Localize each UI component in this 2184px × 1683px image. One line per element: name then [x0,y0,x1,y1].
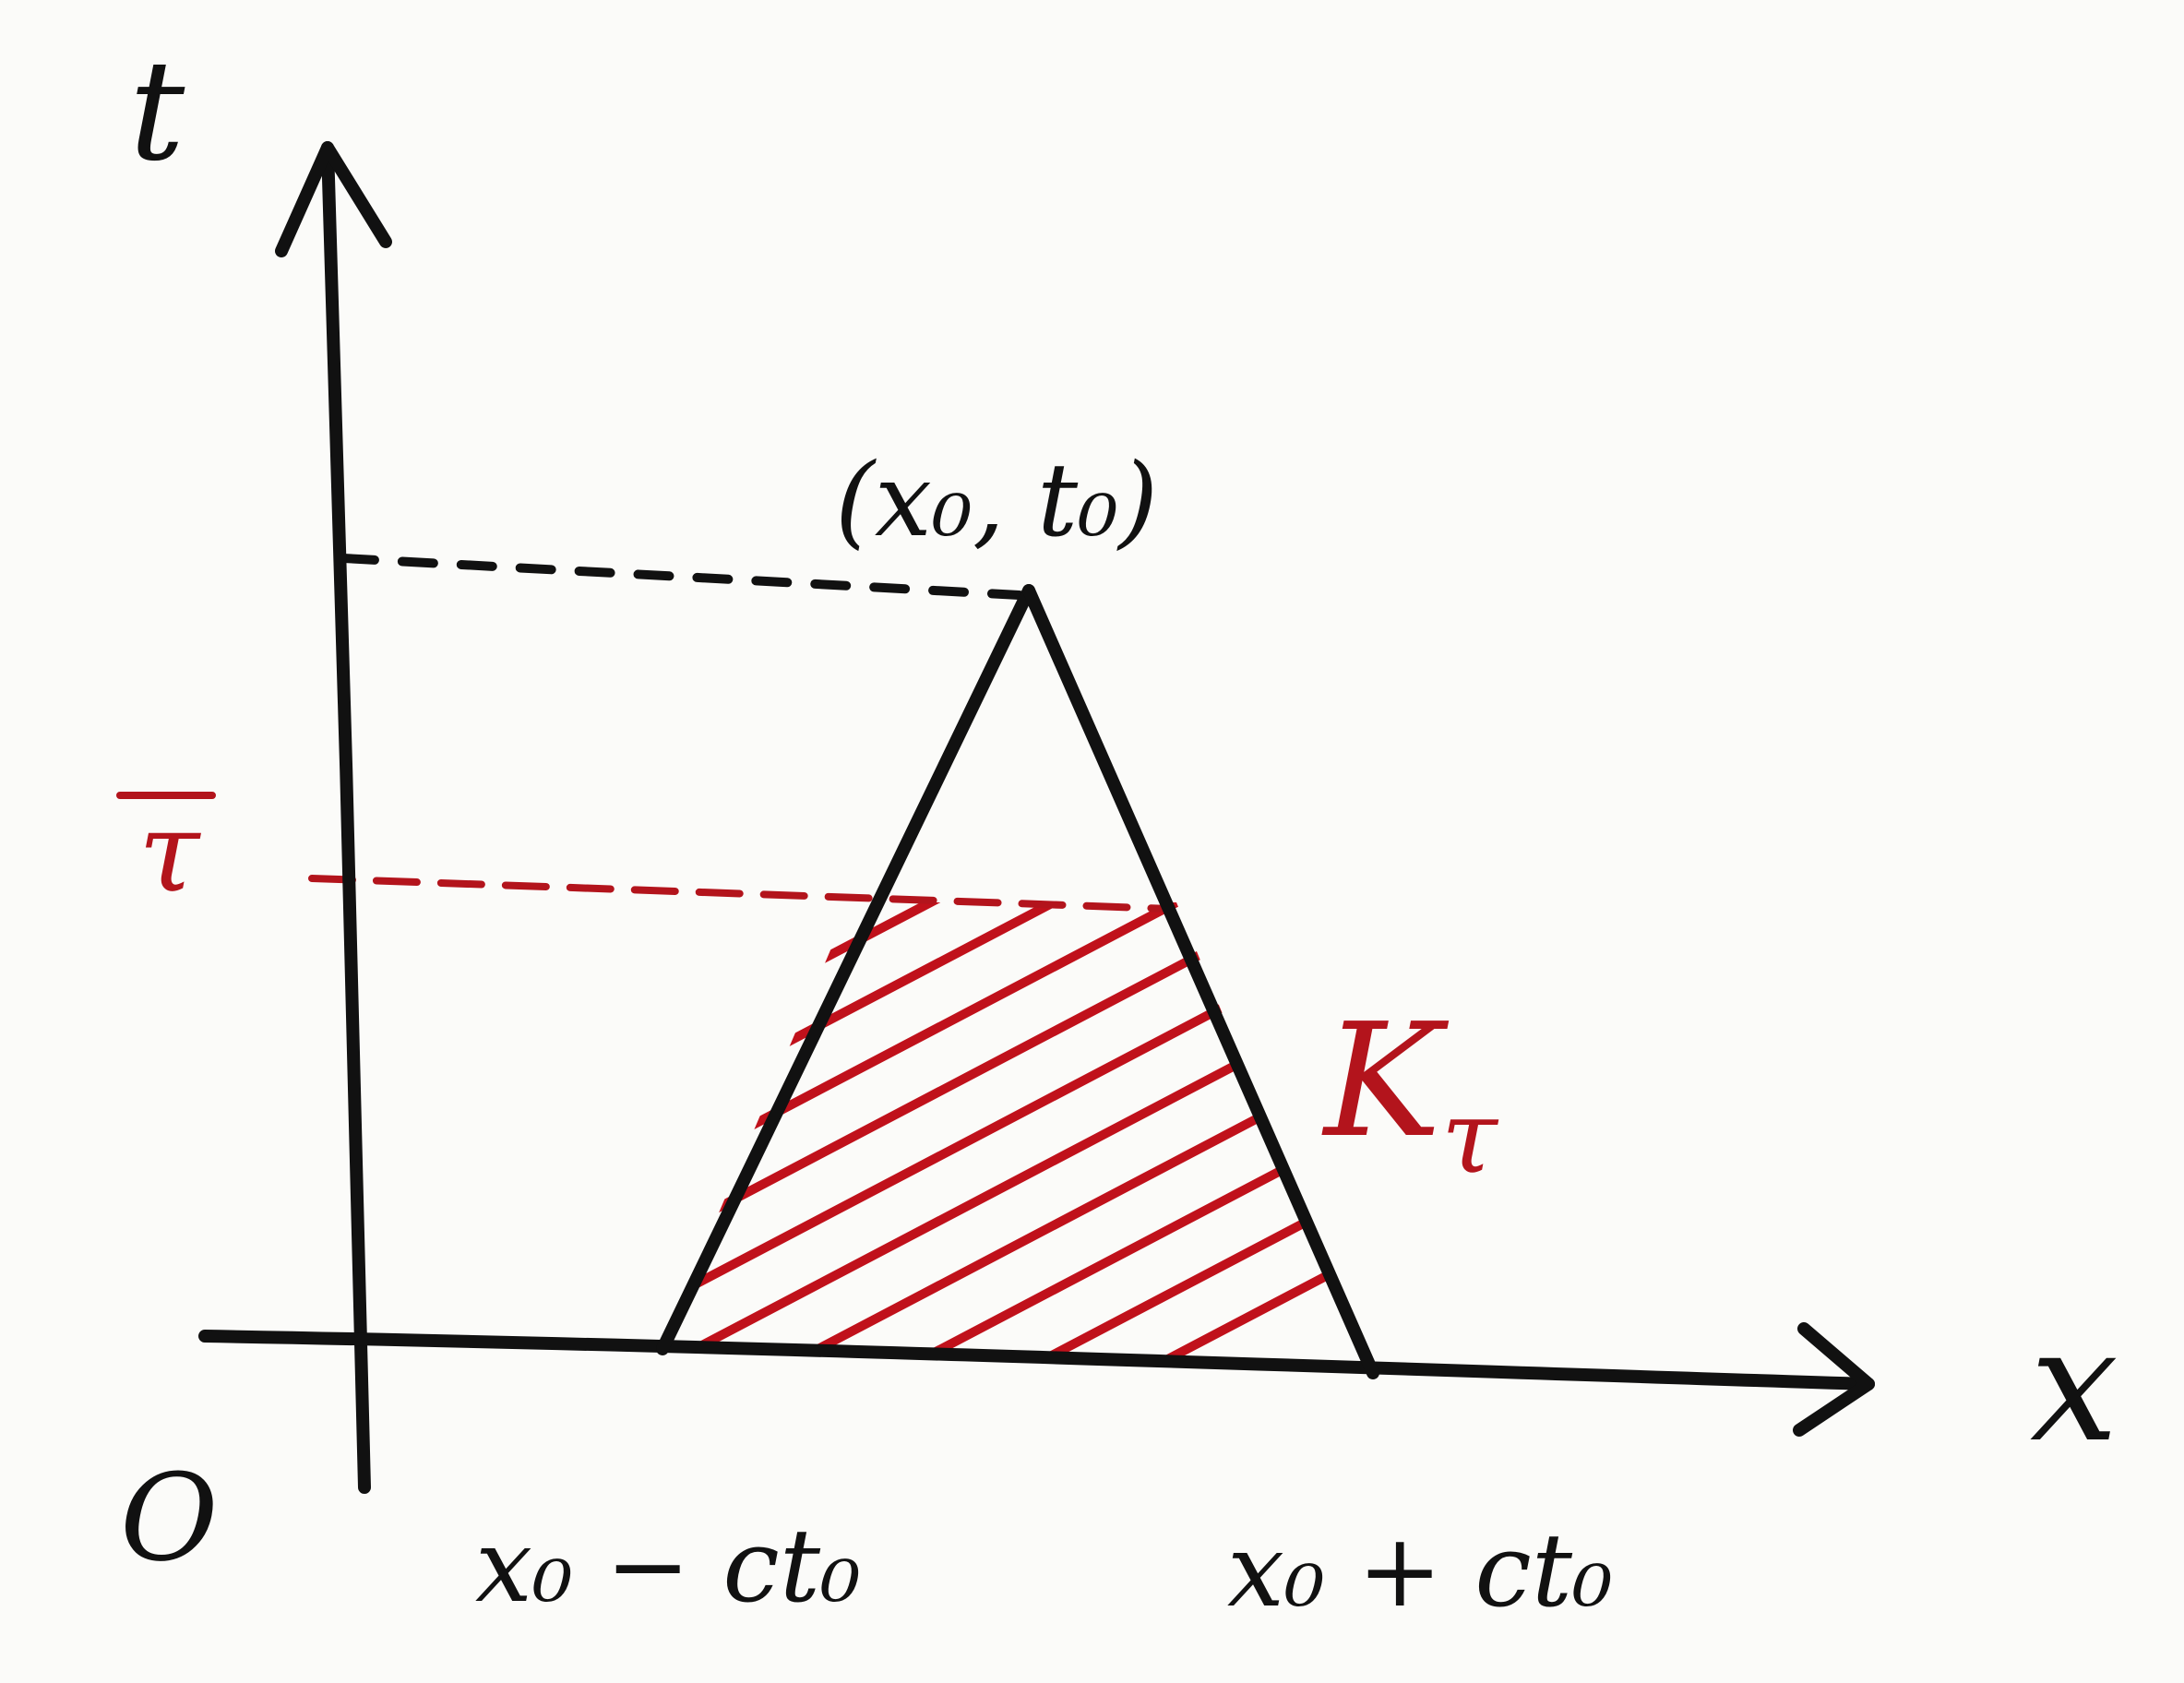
region-label-subscript: τ [1441,1078,1499,1196]
origin-label: O [120,1448,219,1588]
triangle-right-side [1022,584,1379,1379]
t-axis-arrowhead [275,141,392,257]
x-axis-label: x [2030,1295,2118,1477]
region-hatching [662,902,1367,1364]
triangle-left-side [656,584,1035,1355]
left-base-label: x₀ − ct₀ [475,1507,861,1625]
tau-label: τ [138,789,201,917]
region-label-main: K [1321,990,1450,1173]
x-axis-arrowhead [1793,1322,1875,1437]
apex-label: (x₀, t₀) [835,441,1158,559]
right-base-label: x₀ + ct₀ [1227,1511,1613,1629]
t-axis-label: t [129,31,185,192]
t0-dashed-guide [339,554,1024,600]
x-axis [198,1330,1875,1391]
region-label: Kτ [1321,990,1499,1196]
t-axis [321,141,371,1494]
tau-dashed-guide [308,875,1174,913]
